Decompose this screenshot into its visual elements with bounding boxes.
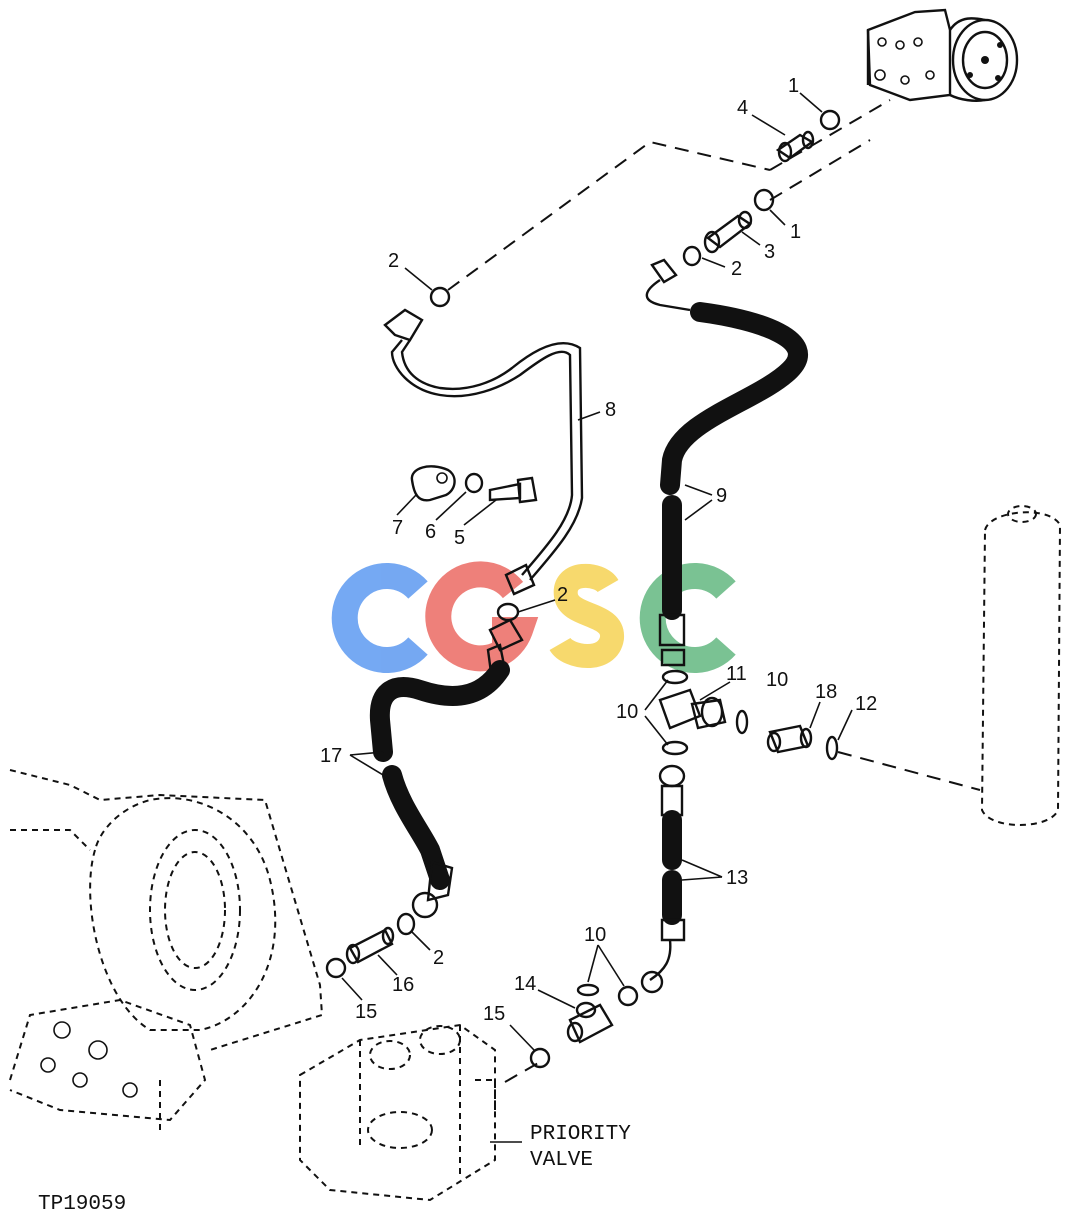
callout-15-right: 15 xyxy=(483,1003,505,1025)
callout-10-right: 10 xyxy=(766,669,788,691)
callout-2-lower: 2 xyxy=(433,947,444,969)
callout-13: 13 xyxy=(726,867,748,889)
callout-2-mid: 2 xyxy=(557,584,568,606)
callout-5: 5 xyxy=(454,527,465,549)
priority-label-line1: PRIORITY xyxy=(530,1123,631,1146)
callout-8: 8 xyxy=(605,399,616,421)
fitting-14 xyxy=(566,1001,614,1044)
callout-7: 7 xyxy=(392,517,403,539)
callout-2-right: 2 xyxy=(731,258,742,280)
callout-10-left: 10 xyxy=(616,701,638,723)
callout-16: 16 xyxy=(392,974,414,996)
o-ring-10-lower xyxy=(617,985,639,1007)
o-ring-2-right xyxy=(682,245,702,267)
o-ring-12 xyxy=(825,735,839,761)
steering-valve-motor xyxy=(866,8,1019,102)
tee-fitting-11 xyxy=(658,688,727,730)
callout-6: 6 xyxy=(425,521,436,543)
fitting-16 xyxy=(345,926,395,965)
priority-label-line2: VALVE xyxy=(530,1149,593,1172)
callout-1-lower: 1 xyxy=(790,221,801,243)
callout-14: 14 xyxy=(514,973,536,995)
o-ring-10-right xyxy=(735,709,749,735)
callout-9: 9 xyxy=(716,485,727,507)
figure-id: TP19059 xyxy=(38,1193,126,1216)
callout-leaders xyxy=(341,92,853,1143)
o-ring-10-small xyxy=(576,983,600,997)
o-ring-15-right xyxy=(529,1047,551,1069)
o-ring-10-bottom xyxy=(661,740,689,756)
hose-13 xyxy=(640,764,686,994)
o-ring-10-top xyxy=(661,669,689,685)
priority-valve xyxy=(299,1023,496,1202)
washer-6 xyxy=(464,472,484,494)
callout-10-lower: 10 xyxy=(584,924,606,946)
callout-numbers: 1 4 1 3 2 2 8 7 6 5 9 2 11 10 18 12 10 1… xyxy=(320,75,877,1025)
callout-12: 12 xyxy=(855,693,877,715)
callout-1-upper: 1 xyxy=(788,75,799,97)
o-ring-15-left xyxy=(325,957,347,979)
o-ring-1-upper xyxy=(819,109,841,131)
bolt-5 xyxy=(488,476,538,504)
callout-2-left: 2 xyxy=(388,250,399,272)
hose-17 xyxy=(369,660,510,919)
clamp-7 xyxy=(410,465,456,502)
fitting-3 xyxy=(703,210,753,254)
transmission-housing xyxy=(9,769,324,1130)
callout-18: 18 xyxy=(815,681,837,703)
callout-11: 11 xyxy=(726,663,747,685)
o-ring-2-lower xyxy=(396,912,416,936)
fitting-4 xyxy=(775,130,815,163)
accumulator xyxy=(980,505,1062,826)
o-ring-2-left xyxy=(429,286,451,308)
callout-4: 4 xyxy=(737,97,748,119)
callout-17: 17 xyxy=(320,745,342,767)
hose-9 xyxy=(645,258,808,667)
o-ring-1-lower xyxy=(753,188,775,212)
callout-15-left: 15 xyxy=(355,1001,377,1023)
callout-3: 3 xyxy=(764,241,775,263)
fitting-18 xyxy=(766,724,813,754)
steel-line-8 xyxy=(383,308,584,596)
